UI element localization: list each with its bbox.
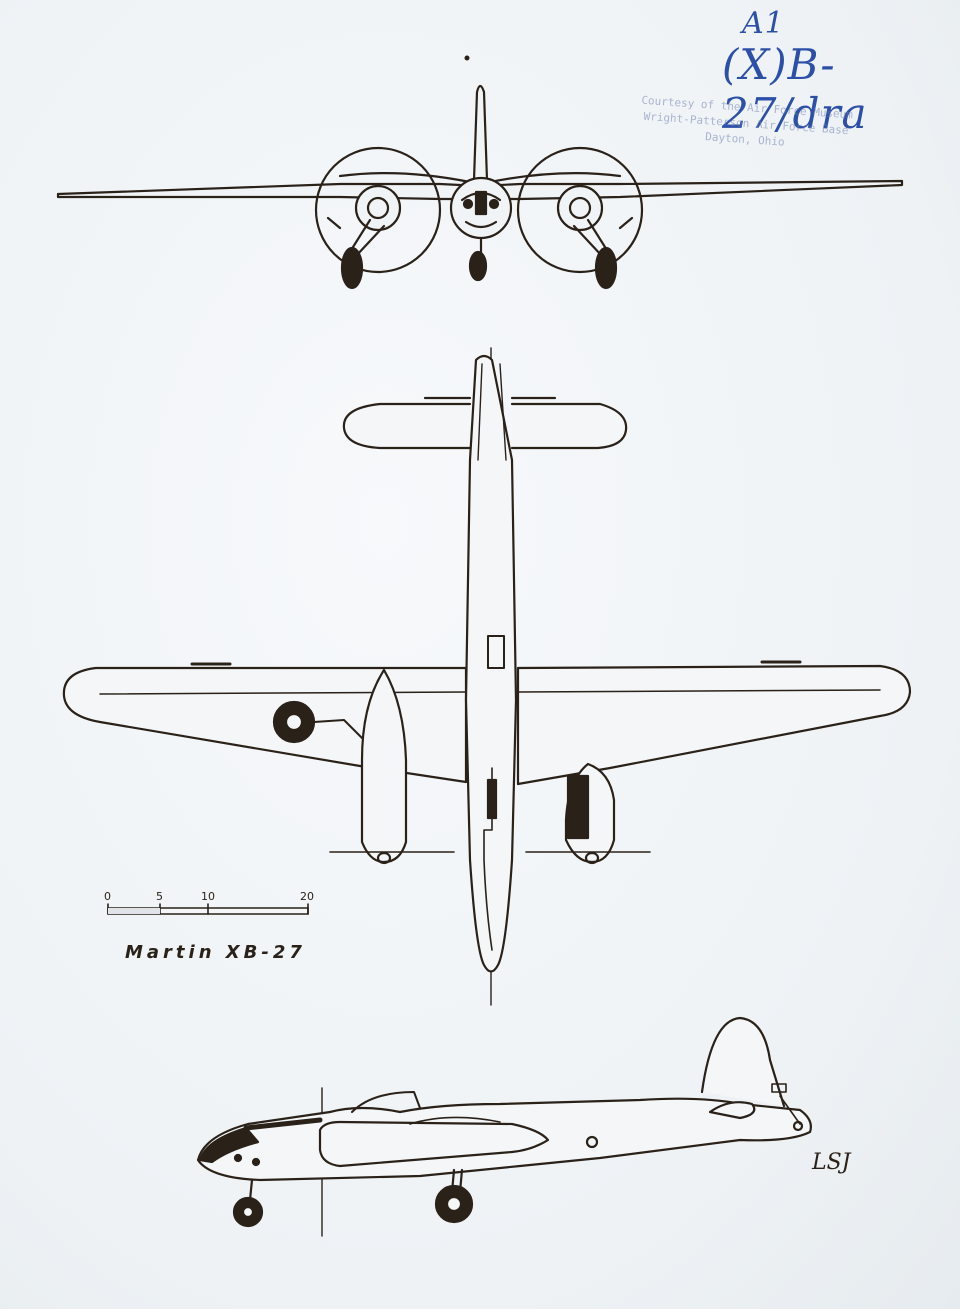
scale-tick-label: 0 [104,890,111,903]
scale-tick-label: 5 [156,890,163,903]
scale-tick-label: 20 [300,890,314,903]
handwritten-sheet-number: A1 [742,6,785,41]
side-view [196,1016,812,1237]
scale-tick-label: 10 [201,890,215,903]
scale-bar [107,903,309,915]
top-view [62,347,912,1006]
front-view [56,55,904,290]
draftsman-initials: LSJ [812,1150,851,1175]
aircraft-caption: Martin XB-27 [125,942,306,963]
handwritten-reference: (X)B-27/dra [722,40,868,138]
